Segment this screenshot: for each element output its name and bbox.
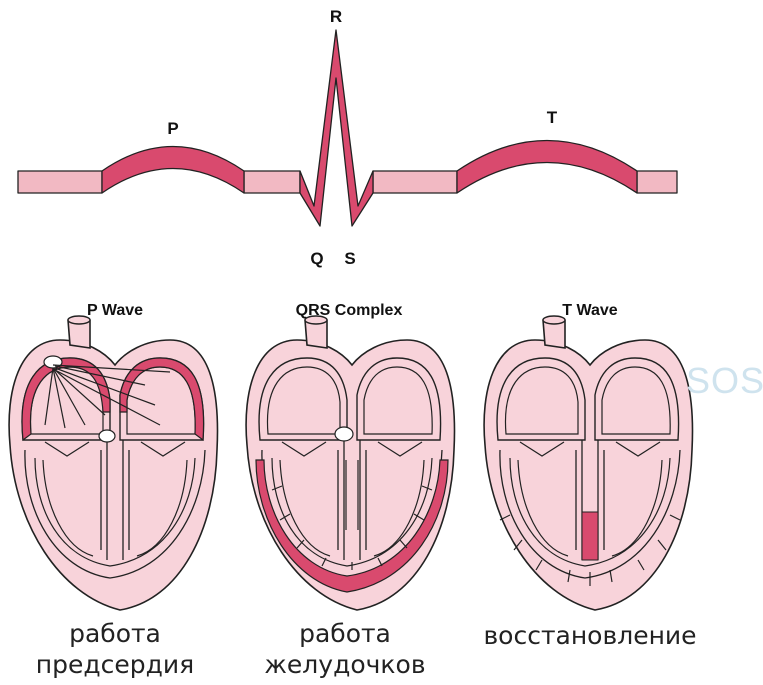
ecg-baseline-segment-1 bbox=[18, 171, 102, 193]
caption-qrs-line2: желудочков bbox=[250, 649, 440, 680]
ecg-p-wave bbox=[102, 147, 244, 194]
ecg-t-wave bbox=[457, 141, 637, 194]
heart-t-wave bbox=[484, 316, 692, 610]
sa-node bbox=[44, 356, 62, 368]
panel-title-p-wave: P Wave bbox=[87, 302, 143, 319]
caption-qrs-complex: работа желудочков bbox=[250, 618, 440, 680]
ecg-qrs-complex bbox=[300, 30, 373, 226]
ecg-st-segment bbox=[373, 171, 457, 193]
ecg-label-s: S bbox=[344, 249, 355, 268]
septum-repolarization bbox=[582, 512, 598, 560]
ecg-pr-segment bbox=[244, 171, 300, 193]
watermark-text: SOS bbox=[686, 360, 763, 402]
caption-p-wave: работа предсердия bbox=[20, 618, 210, 680]
heart-qrs-complex bbox=[246, 316, 454, 610]
av-node bbox=[335, 427, 353, 441]
ecg-label-t: T bbox=[547, 108, 558, 127]
caption-p-wave-line1: работа bbox=[20, 618, 210, 649]
ecg-strip bbox=[18, 30, 677, 226]
ecg-label-r: R bbox=[330, 7, 342, 26]
av-node bbox=[99, 430, 115, 442]
panel-title-t-wave: T Wave bbox=[562, 302, 618, 319]
caption-t-wave: восстановление bbox=[470, 620, 710, 651]
caption-p-wave-line2: предсердия bbox=[20, 649, 210, 680]
heart-p-wave bbox=[9, 316, 217, 610]
ecg-baseline-segment-2 bbox=[637, 171, 677, 193]
ecg-label-q: Q bbox=[310, 249, 323, 268]
caption-t-wave-line1: восстановление bbox=[470, 620, 710, 651]
caption-qrs-line1: работа bbox=[250, 618, 440, 649]
ecg-label-p: P bbox=[167, 119, 178, 138]
